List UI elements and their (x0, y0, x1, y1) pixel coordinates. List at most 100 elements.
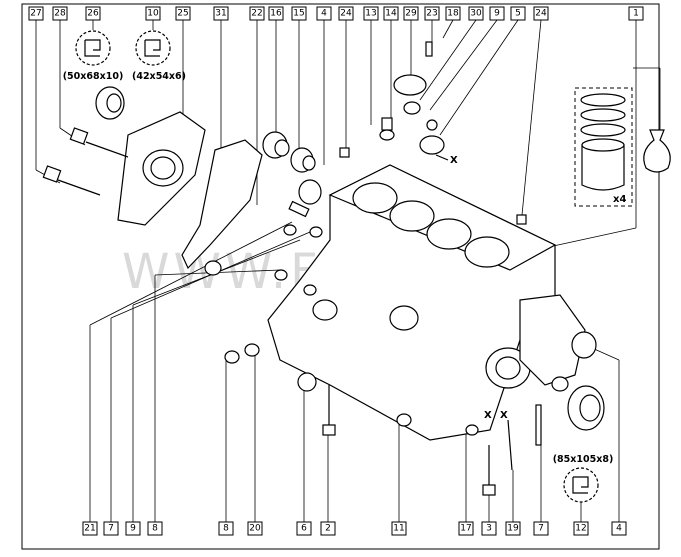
seal-26-drawing (75, 30, 125, 120)
svg-text:3: 3 (486, 524, 492, 534)
svg-text:18: 18 (447, 9, 459, 19)
plug-11 (396, 413, 412, 427)
bolt-2 (322, 385, 336, 436)
svg-text:15: 15 (293, 9, 304, 19)
svg-text:9: 9 (130, 524, 136, 534)
gasket (181, 139, 263, 270)
callout-29: 29 (403, 6, 419, 21)
filter-mount-29 (393, 41, 438, 131)
svg-text:X: X (500, 410, 508, 421)
callout-14: 14 (383, 6, 399, 21)
marker-x-top: X (435, 154, 458, 166)
callout-12: 12 (573, 521, 589, 536)
svg-text:17: 17 (460, 524, 471, 534)
rear-seal-housing (117, 111, 206, 226)
small-parts (204, 147, 597, 392)
svg-text:8: 8 (223, 524, 229, 534)
svg-text:20: 20 (249, 524, 261, 534)
callout-6: 6 (296, 521, 312, 536)
svg-text:16: 16 (270, 9, 282, 19)
callout-19: 19 (505, 521, 521, 536)
plug-13 (379, 117, 395, 141)
svg-text:28: 28 (54, 9, 66, 19)
callout-22: 22 (249, 6, 265, 21)
svg-text:6: 6 (301, 524, 307, 534)
seal-10-size: (42x54x6) (132, 71, 186, 82)
svg-text:1: 1 (633, 9, 639, 19)
svg-text:24: 24 (340, 9, 352, 19)
diagram-border (21, 3, 660, 550)
bearing-4 (298, 179, 322, 205)
cylinder-bore-4 (464, 236, 510, 268)
svg-text:27: 27 (30, 9, 41, 19)
callout-21: 21 (82, 521, 98, 536)
callout-5: 5 (510, 6, 526, 21)
svg-text:X: X (484, 410, 492, 421)
piston-quantity: x4 (613, 194, 626, 205)
callout-24-a: 24 (338, 6, 354, 21)
svg-text:11: 11 (393, 524, 404, 534)
svg-text:10: 10 (147, 9, 159, 19)
svg-text:7: 7 (538, 524, 544, 534)
callout-28: 28 (52, 6, 68, 21)
svg-text:9: 9 (494, 9, 500, 19)
svg-text:31: 31 (215, 9, 226, 19)
svg-text:22: 22 (251, 9, 262, 19)
callout-7-right: 7 (533, 521, 549, 536)
seal-12-size: (85x105x8) (553, 454, 614, 465)
callout-2: 2 (320, 521, 336, 536)
svg-text:29: 29 (405, 9, 417, 19)
bolt-3: X (482, 410, 496, 496)
callout-24-b: 24 (533, 6, 549, 21)
seal-10-drawing (135, 30, 171, 66)
svg-text:24: 24 (535, 9, 547, 19)
callout-26: 26 (85, 6, 101, 21)
cylinder-block (267, 164, 586, 441)
svg-text:23: 23 (426, 9, 437, 19)
cap-30 (419, 135, 445, 155)
seal-26-size: (50x68x10) (63, 71, 124, 82)
svg-text:14: 14 (385, 9, 397, 19)
sensor-17 (465, 424, 479, 436)
callout-8-a: 8 (147, 521, 163, 536)
svg-text:25: 25 (177, 9, 188, 19)
callout-30: 30 (468, 6, 484, 21)
callout-1: 1 (628, 6, 644, 21)
cylinder-bore-3 (426, 218, 472, 250)
callout-9-bottom: 9 (125, 521, 141, 536)
callout-16: 16 (268, 6, 284, 21)
svg-text:30: 30 (470, 9, 482, 19)
cylinder-bore-1 (352, 182, 398, 214)
callout-23: 23 (424, 6, 440, 21)
bearing-15 (290, 147, 316, 173)
bearing-16 (262, 131, 290, 159)
svg-text:4: 4 (321, 9, 327, 19)
callout-4-bottom: 4 (611, 521, 627, 536)
callout-11: 11 (391, 521, 407, 536)
svg-text:21: 21 (84, 524, 95, 534)
svg-text:19: 19 (507, 524, 519, 534)
bolt-28 (69, 127, 129, 158)
svg-text:13: 13 (365, 9, 376, 19)
cylinder-bore-2 (389, 200, 435, 232)
callout-3: 3 (481, 521, 497, 536)
callout-25: 25 (175, 6, 191, 21)
callout-18: 18 (445, 6, 461, 21)
callout-17: 17 (458, 521, 474, 536)
callout-27: 27 (28, 6, 44, 21)
svg-text:8: 8 (152, 524, 158, 534)
bolt-27 (42, 165, 101, 196)
svg-text:5: 5 (515, 9, 521, 19)
callout-20: 20 (247, 521, 263, 536)
svg-text:12: 12 (575, 524, 586, 534)
callout-31: 31 (213, 6, 229, 21)
piston-assembly: x4 (574, 87, 633, 207)
svg-text:7: 7 (108, 524, 114, 534)
callout-13: 13 (363, 6, 379, 21)
top-leader-lines (35, 19, 661, 251)
bottom-callout-row: 21 7 9 8 8 20 6 2 11 17 3 19 7 12 4 (82, 521, 627, 536)
pin-7 (535, 404, 542, 446)
callout-8-b: 8 (218, 521, 234, 536)
callout-10: 10 (145, 6, 161, 21)
